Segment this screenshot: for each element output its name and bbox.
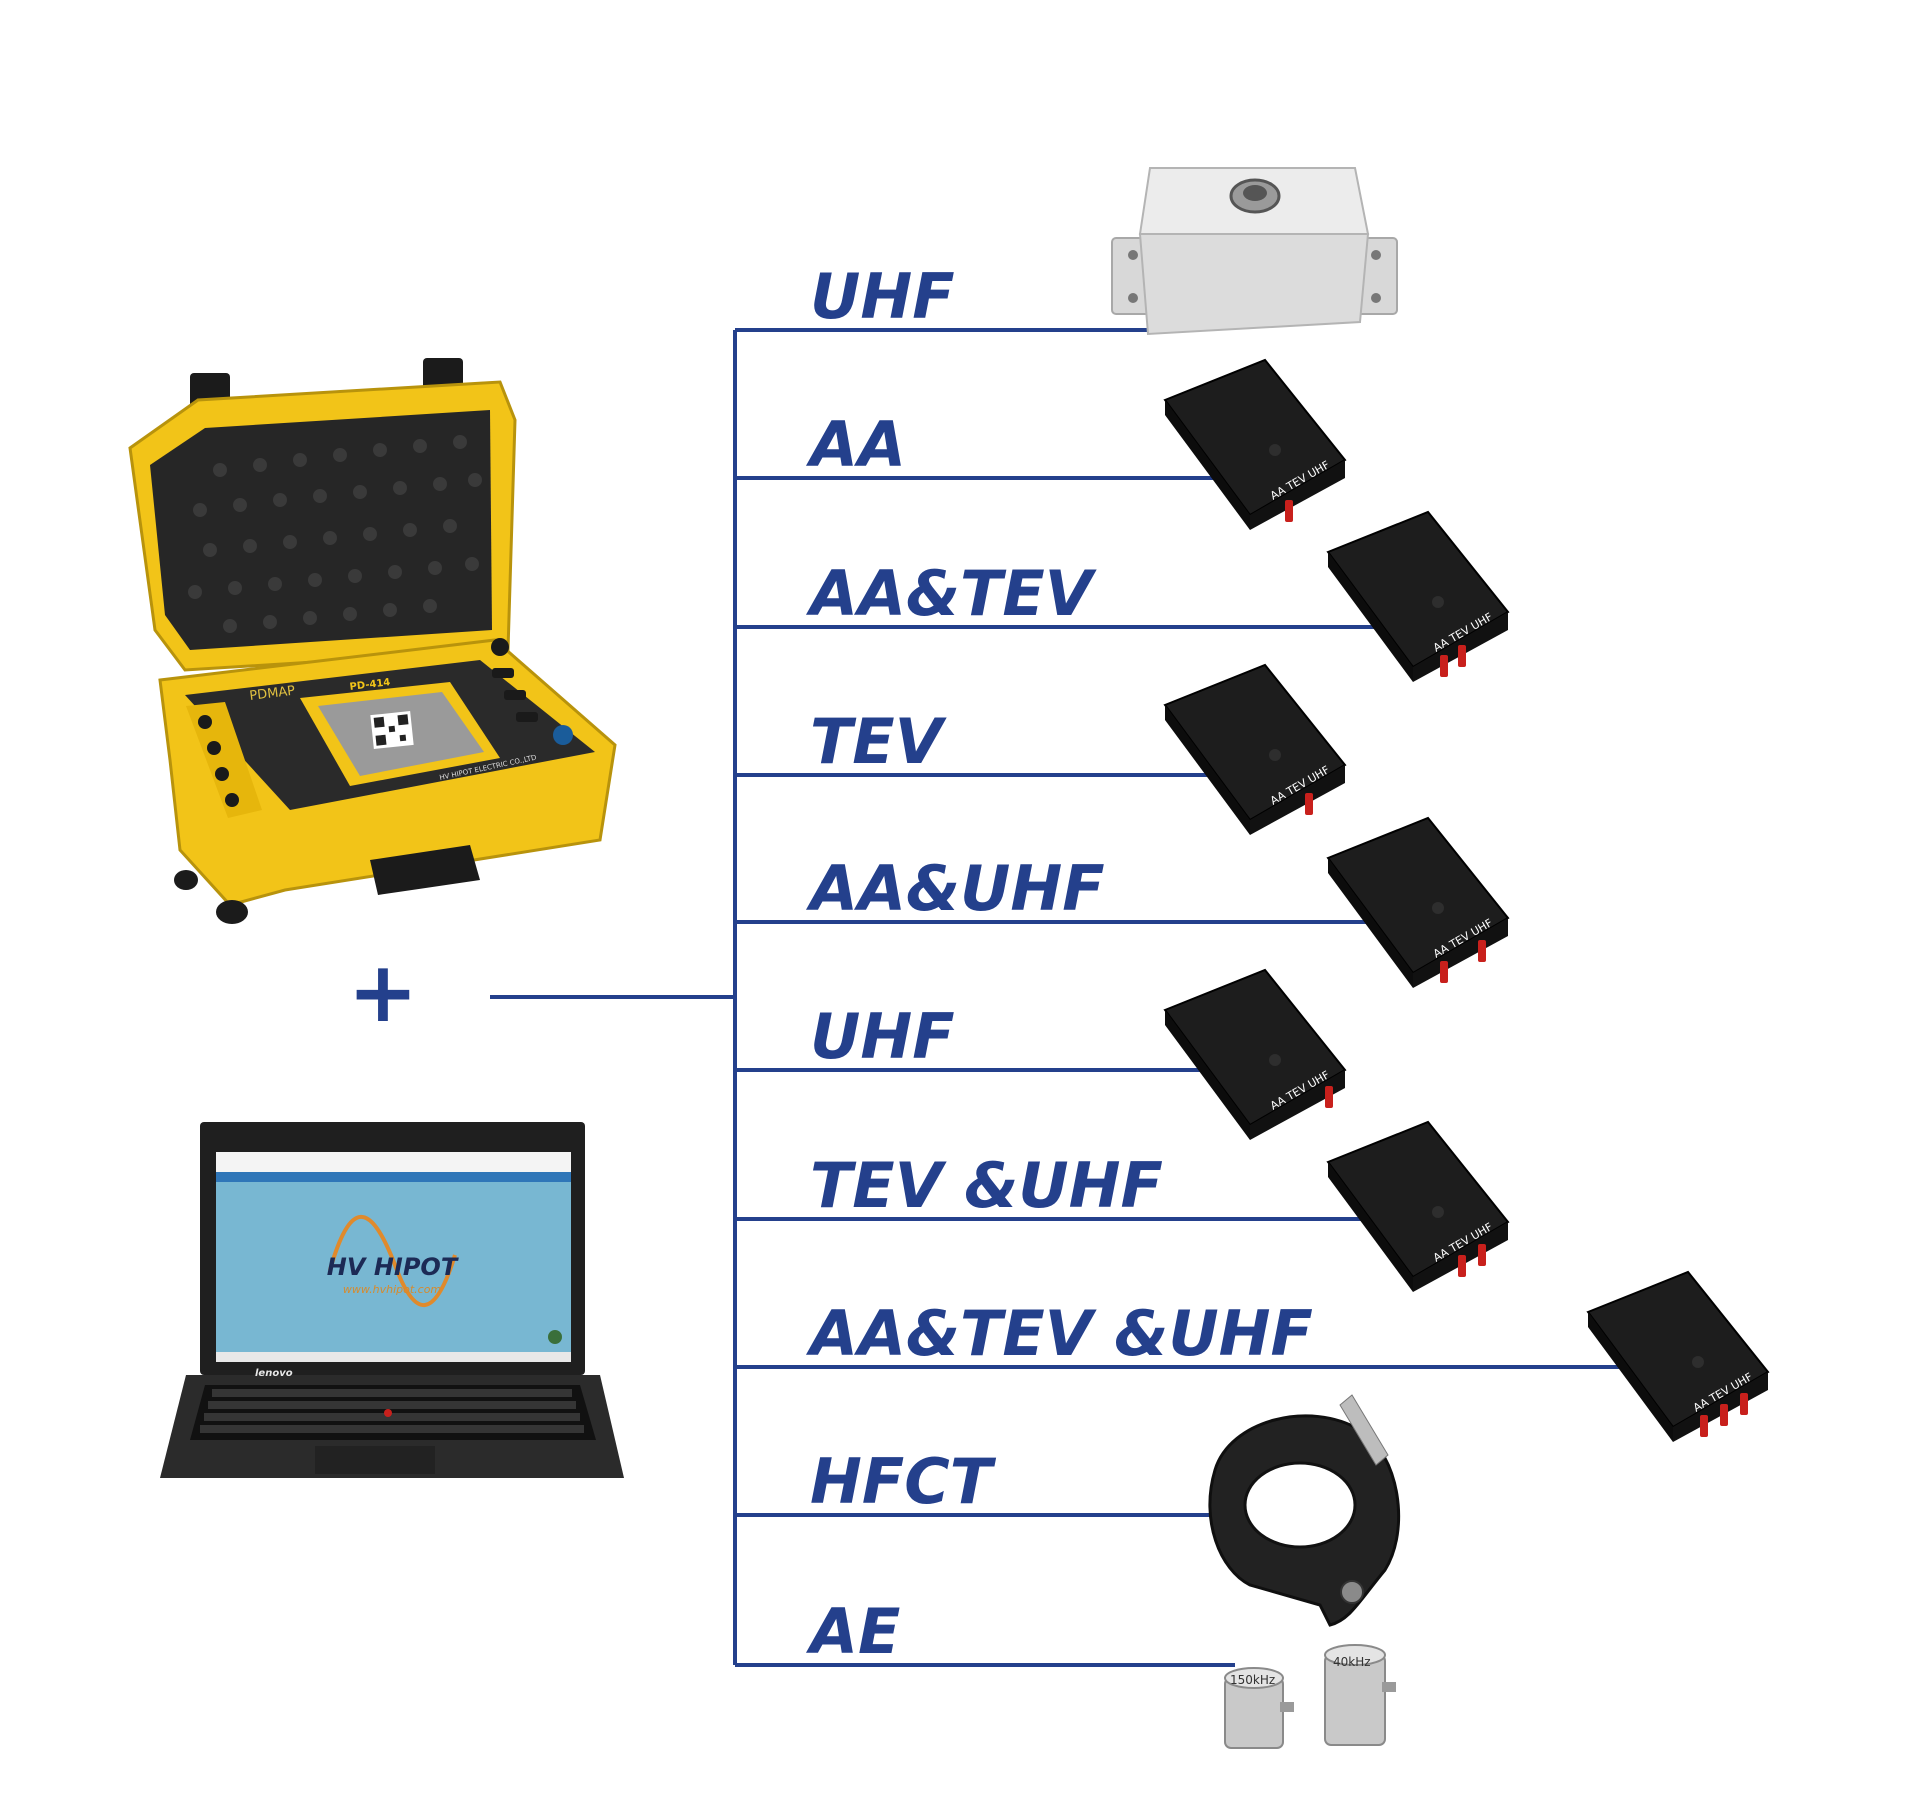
- module-led-icon: [1432, 902, 1444, 914]
- pd-instrument-case: PDMAP PD-414 HV HIPOT ELECTRIC CO.,LTD: [128, 358, 617, 924]
- case-wheel-left: [216, 900, 248, 924]
- sensor-module-uhf: AA TEV UHF: [1163, 968, 1347, 1140]
- instrument-brand: PDMAP: [249, 683, 296, 703]
- branch-label-uhf-1: UHF: [810, 260, 955, 333]
- sensor-module-aa-uhf: AA TEV UHF: [1326, 816, 1510, 988]
- laptop: HV HIPOT www.hvhipot.com lenovo: [160, 1122, 624, 1478]
- red-connector-icon: [1325, 1086, 1333, 1108]
- ae-connector-icon: [1382, 1682, 1396, 1692]
- red-connector-icon: [1700, 1415, 1708, 1437]
- ae-sensor-40khz: 40kHz: [1324, 1644, 1396, 1746]
- instrument-model: PD-414: [349, 677, 391, 693]
- sensor-module-aa-tev-uhf: AA TEV UHF: [1586, 1270, 1770, 1442]
- sensor-module-aa-tev: AA TEV UHF: [1326, 510, 1510, 682]
- ae-sensor-freq: 40kHz: [1333, 1655, 1371, 1669]
- hfct-connector-icon: [1340, 1580, 1364, 1604]
- plus-symbol: +: [348, 943, 418, 1041]
- module-led-icon: [1269, 749, 1281, 761]
- software-tabbar: [216, 1172, 571, 1182]
- red-connector-icon: [1458, 1255, 1466, 1277]
- red-connector-icon: [1720, 1404, 1728, 1426]
- branch-label-tev: TEV: [810, 705, 948, 778]
- branch-label-aa: AA: [805, 408, 906, 481]
- sensor-module-tev: AA TEV UHF: [1163, 663, 1347, 835]
- software-icon: [548, 1330, 562, 1344]
- red-connector-icon: [1458, 645, 1466, 667]
- laptop-touchpad: [315, 1446, 435, 1474]
- software-brand: HV HIPOT: [327, 1253, 459, 1281]
- red-connector-icon: [1740, 1393, 1748, 1415]
- left-connectors: [198, 715, 239, 807]
- software-sub: www.hvhipot.com: [343, 1283, 441, 1296]
- module-led-icon: [1692, 1356, 1704, 1368]
- case-handle: [370, 845, 480, 895]
- branch-label-hfct: HFCT: [810, 1445, 997, 1518]
- software-logo-wave-icon: [328, 1215, 457, 1308]
- right-controls: [491, 638, 573, 745]
- branch-label-ae: AE: [805, 1595, 900, 1668]
- lid-foam: [150, 410, 492, 650]
- left-connector-strip: [186, 702, 262, 818]
- hfct-aperture: [1243, 1461, 1357, 1549]
- connection-lines: [490, 328, 1635, 1667]
- uhf-antenna-box: [1111, 167, 1398, 336]
- branch-labels: UHF AA AA&TEV TEV AA&UHF UHF TEV &UHF AA…: [805, 260, 1313, 1668]
- red-connector-icon: [1440, 655, 1448, 677]
- software-taskbar: [216, 1352, 571, 1362]
- red-connector-icon: [1478, 1244, 1486, 1266]
- antenna-box-front: [1138, 233, 1370, 336]
- branch-label-tev-uhf: TEV &UHF: [810, 1149, 1163, 1222]
- red-connector-icon: [1285, 500, 1293, 522]
- hfct-latch-icon: [1339, 1394, 1389, 1466]
- branch-label-aa-tev-uhf: AA&TEV &UHF: [805, 1297, 1313, 1370]
- ae-sensor-freq: 150kHz: [1230, 1673, 1275, 1687]
- red-connector-icon: [1440, 961, 1448, 983]
- red-connector-icon: [1478, 940, 1486, 962]
- module-led-icon: [1269, 1054, 1281, 1066]
- ae-sensor-150khz: 150kHz: [1224, 1667, 1294, 1749]
- module-led-icon: [1269, 444, 1281, 456]
- red-connector-icon: [1305, 793, 1313, 815]
- case-wheel-right: [174, 870, 198, 890]
- module-side-face: [1165, 400, 1250, 530]
- branch-label-aa-uhf: AA&UHF: [805, 852, 1105, 925]
- foam-texture: [188, 435, 482, 633]
- module-front-face: [1250, 460, 1345, 530]
- module-led-icon: [1432, 596, 1444, 608]
- hfct-clamp: [1208, 1394, 1401, 1627]
- branch-label-uhf-2: UHF: [810, 1000, 955, 1073]
- laptop-maker: lenovo: [255, 1368, 293, 1379]
- ae-connector-icon: [1280, 1702, 1294, 1712]
- sensor-module-tev-uhf: AA TEV UHF: [1326, 1120, 1510, 1292]
- keyboard-keys: [200, 1389, 584, 1433]
- sensor-module-aa: AA TEV UHF: [1163, 358, 1347, 530]
- trackpoint: [384, 1409, 392, 1417]
- branch-label-aa-tev: AA&TEV: [805, 557, 1098, 630]
- module-led-icon: [1432, 1206, 1444, 1218]
